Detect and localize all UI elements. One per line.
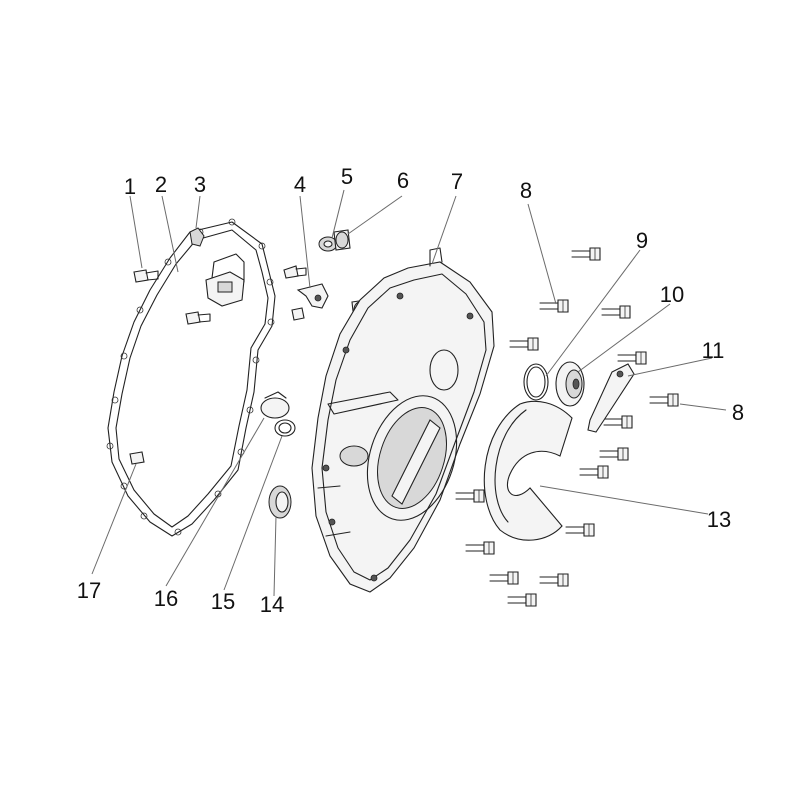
pin-17 (129, 451, 145, 465)
leader-5 (331, 189, 345, 239)
bolt-8-11 (565, 523, 595, 537)
bolt-8-6 (649, 393, 679, 407)
callout-17: 17 (77, 578, 101, 603)
bolt-8-9 (579, 465, 609, 479)
bolts-8 (455, 247, 679, 607)
bolt-8-7 (603, 415, 633, 429)
leader-9 (545, 249, 641, 377)
callout-11: 11 (702, 338, 725, 363)
bearing-6 (333, 229, 351, 251)
bracket-11 (587, 363, 635, 433)
callouts: 1 2 3 4 5 6 7 8 9 10 11 8 13 14 15 16 17 (77, 164, 744, 617)
bolt-8-3 (601, 305, 631, 319)
bolt-8-12 (465, 541, 495, 555)
clip-4 (296, 283, 329, 309)
bolt-screw (185, 311, 211, 325)
callout-7: 7 (451, 169, 463, 194)
leader-15 (223, 435, 283, 591)
bolt-4 (283, 265, 307, 279)
callout-6: 6 (397, 168, 409, 193)
bolt-8-4 (509, 337, 539, 351)
leader-4 (299, 195, 311, 289)
bolt-8-13 (489, 571, 519, 585)
bolt-8-5 (617, 351, 647, 365)
bolt-8-15 (507, 593, 537, 607)
callout-2: 2 (155, 172, 167, 197)
leader-16 (165, 417, 265, 587)
seal-14 (268, 485, 292, 519)
o-ring-9 (523, 363, 549, 401)
callout-13: 13 (707, 507, 731, 532)
callout-1: 1 (124, 174, 136, 199)
callout-9: 9 (636, 228, 648, 253)
leader-10 (577, 303, 671, 373)
bolt-8-8 (599, 447, 629, 461)
deflector-13 (483, 400, 573, 541)
callout-4: 4 (294, 172, 306, 197)
bolt-8-14 (539, 573, 569, 587)
bolt-8-2 (539, 299, 569, 313)
clutch-cover (311, 247, 495, 593)
bolt-8-10 (455, 489, 485, 503)
leader-lines (91, 189, 727, 597)
o-ring-15 (274, 419, 296, 437)
dowel-pin (291, 307, 305, 321)
callout-14: 14 (260, 592, 284, 617)
leader-13 (539, 485, 709, 515)
leader-6 (347, 195, 403, 235)
callout-8-right: 8 (732, 400, 744, 425)
leader-17 (91, 463, 137, 575)
leader-3 (195, 195, 201, 229)
leader-2 (161, 195, 179, 273)
leader-8a (527, 203, 557, 305)
bolt-8-1 (571, 247, 601, 261)
gasket (106, 218, 276, 537)
plug-16 (260, 391, 290, 419)
callout-15: 15 (211, 589, 235, 614)
seal-5 (318, 236, 338, 252)
callout-8-top: 8 (520, 178, 532, 203)
sensor-bracket (205, 253, 245, 307)
grommet-3 (189, 227, 205, 247)
leader-11 (627, 357, 713, 377)
callout-3: 3 (194, 172, 206, 197)
leader-7 (431, 195, 457, 265)
leader-8b (679, 403, 727, 411)
callout-16: 16 (154, 586, 178, 611)
cap-10 (555, 361, 585, 407)
bolt-1 (133, 269, 159, 283)
callout-5: 5 (341, 164, 353, 189)
leader-14 (273, 515, 277, 597)
callout-10: 10 (660, 282, 684, 307)
leader-1 (129, 195, 143, 269)
